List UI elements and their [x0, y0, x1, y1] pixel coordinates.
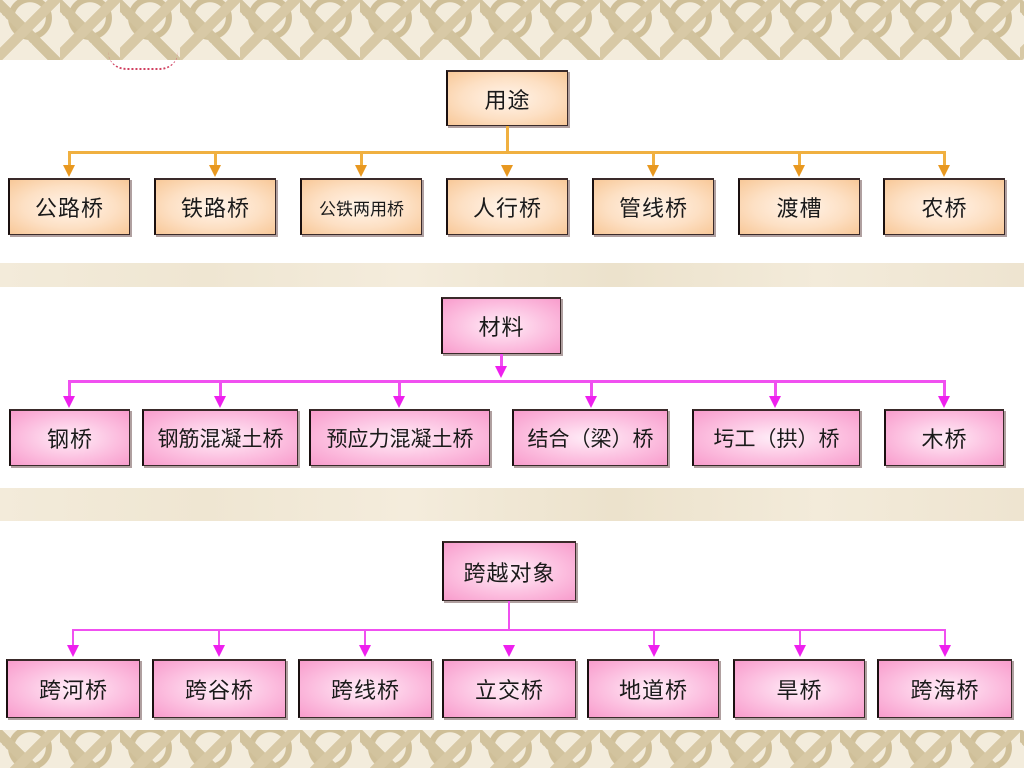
- separator-band: [0, 263, 1024, 287]
- connector-drop: [774, 380, 777, 396]
- connector-drop: [364, 629, 366, 645]
- dotted-arc-decoration: [108, 52, 178, 70]
- connector-drop: [943, 380, 946, 396]
- arrow-down-icon: [794, 645, 806, 657]
- connector-drop: [799, 629, 801, 645]
- child-node: 钢筋混凝土桥: [142, 409, 298, 466]
- child-node: 立交桥: [442, 659, 576, 718]
- arrow-down-icon: [769, 396, 781, 408]
- child-node: 地道桥: [587, 659, 719, 718]
- child-node: 跨谷桥: [152, 659, 286, 718]
- arrow-down-icon: [938, 165, 950, 177]
- connector-drop: [590, 380, 593, 396]
- child-node: 农桥: [883, 178, 1005, 235]
- connector-bus: [72, 629, 946, 631]
- child-node: 铁路桥: [154, 178, 276, 235]
- connector-drop: [218, 629, 220, 645]
- arrow-down-icon: [793, 165, 805, 177]
- connector-drop: [398, 380, 401, 396]
- connector-drop: [68, 380, 71, 396]
- child-node: 钢桥: [9, 409, 130, 466]
- arrow-down-icon: [501, 165, 513, 177]
- arrow-down-icon: [63, 165, 75, 177]
- decorative-border-top: [0, 0, 1024, 60]
- arrow-down-icon: [355, 165, 367, 177]
- arrow-down-icon: [503, 645, 515, 657]
- child-node: 圬工（拱）桥: [692, 409, 860, 466]
- connector-stem: [500, 354, 503, 368]
- connector-drop: [652, 151, 655, 167]
- child-node: 旱桥: [733, 659, 865, 718]
- arrow-down-icon: [213, 645, 225, 657]
- root-node-material: 材料: [441, 297, 561, 354]
- arrow-down-icon: [495, 366, 507, 378]
- connector-drop: [944, 629, 946, 645]
- child-node: 管线桥: [592, 178, 714, 235]
- arrow-down-icon: [647, 165, 659, 177]
- connector-drop: [943, 151, 946, 167]
- arrow-down-icon: [585, 396, 597, 408]
- separator-band: [0, 488, 1024, 521]
- child-node: 木桥: [884, 409, 1004, 466]
- connector-bus: [68, 380, 946, 383]
- child-node: 渡槽: [738, 178, 860, 235]
- child-node: 跨海桥: [877, 659, 1012, 718]
- connector-drop: [219, 380, 222, 396]
- arrow-down-icon: [63, 396, 75, 408]
- arrow-down-icon: [648, 645, 660, 657]
- child-node: 预应力混凝土桥: [309, 409, 490, 466]
- root-node-usage: 用途: [446, 70, 568, 126]
- decorative-border-bottom: [0, 730, 1024, 768]
- connector-drop: [214, 151, 217, 167]
- connector-drop: [798, 151, 801, 167]
- child-node: 跨线桥: [298, 659, 432, 718]
- arrow-down-icon: [209, 165, 221, 177]
- arrow-down-icon: [359, 645, 371, 657]
- connector-drop: [360, 151, 363, 167]
- child-node: 人行桥: [446, 178, 568, 235]
- arrow-down-icon: [938, 396, 950, 408]
- connector-drop: [72, 629, 74, 645]
- child-node: 公铁两用桥: [300, 178, 422, 235]
- arrow-down-icon: [939, 645, 951, 657]
- arrow-down-icon: [67, 645, 79, 657]
- connector-bus: [68, 151, 946, 154]
- arrow-down-icon: [393, 396, 405, 408]
- arrow-down-icon: [214, 396, 226, 408]
- child-node: 公路桥: [8, 178, 130, 235]
- connector-stem: [508, 601, 510, 631]
- root-node-crossing-object: 跨越对象: [442, 541, 576, 601]
- connector-drop: [653, 629, 655, 645]
- child-node: 结合（梁）桥: [512, 409, 668, 466]
- connector-drop: [68, 151, 71, 167]
- connector-stem: [506, 126, 509, 152]
- child-node: 跨河桥: [6, 659, 140, 718]
